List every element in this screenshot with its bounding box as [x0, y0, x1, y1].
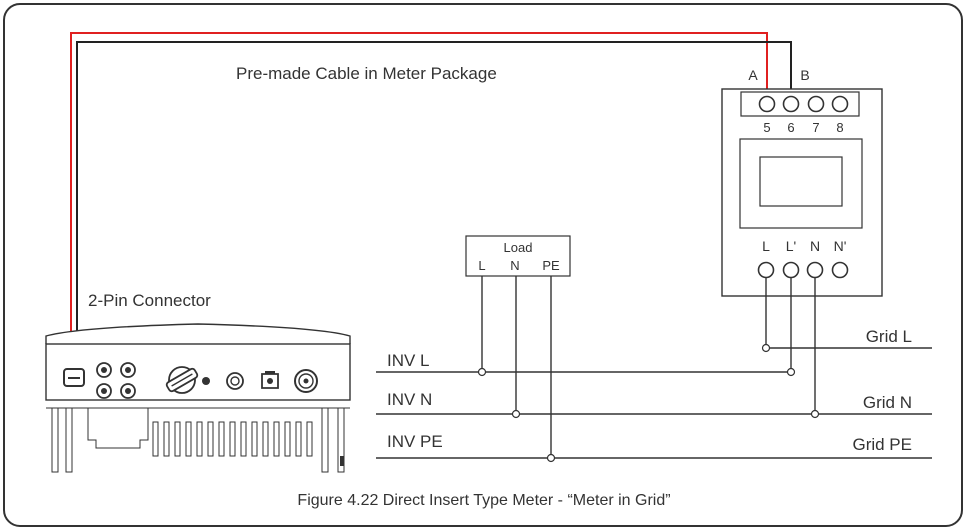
diagram-frame	[3, 3, 963, 527]
load-title: Load	[504, 240, 533, 255]
load-terminal-l-label: L	[478, 258, 485, 273]
connector-label: 2-Pin Connector	[88, 291, 211, 310]
meter-terminal-l	[757, 261, 775, 279]
meter-terminal-5-label: 5	[763, 120, 770, 135]
meter-terminal-6	[782, 95, 800, 113]
meter-terminal-6-label: 6	[787, 120, 794, 135]
meter-terminal-l-label: L	[762, 238, 770, 254]
pv-connectors-icon	[96, 362, 136, 399]
meter-terminal-7-label: 7	[812, 120, 819, 135]
inv-l-label: INV L	[387, 351, 430, 370]
inv-n-label: INV N	[387, 390, 432, 409]
meter-terminal-8	[831, 95, 849, 113]
pre-made-cable	[70, 32, 792, 369]
inverter-top-cover	[45, 323, 351, 344]
meter-label-b: B	[800, 67, 809, 83]
load-terminal-pe-label: PE	[542, 258, 560, 273]
junctions	[477, 343, 820, 463]
junction-load-n	[511, 409, 521, 419]
junction-meter-l	[761, 343, 771, 353]
cable-gland-icon	[226, 372, 244, 390]
meter-label-a: A	[748, 67, 758, 83]
energy-meter: A B 5 6 7 8 L L' N N'	[721, 67, 883, 297]
junction-load-pe	[546, 453, 556, 463]
inverter-feet	[51, 408, 345, 473]
com-port-icon	[261, 371, 279, 389]
meter-display-screen	[759, 156, 843, 207]
cable-label: Pre-made Cable in Meter Package	[236, 64, 497, 83]
meter-terminal-l-prime-label: L'	[786, 238, 796, 254]
inverter	[45, 323, 351, 473]
figure-caption: Figure 4.22 Direct Insert Type Meter - “…	[297, 492, 670, 509]
meter-terminal-n-label: N	[810, 238, 820, 254]
meter-terminal-l-prime	[782, 261, 800, 279]
heat-sink-icon	[87, 408, 313, 457]
meter-terminal-7	[807, 95, 825, 113]
junction-meter-n	[810, 409, 820, 419]
meter-terminal-n-prime-label: N'	[834, 238, 847, 254]
junction-meter-l-prime	[786, 367, 796, 377]
meter-terminal-5	[758, 95, 776, 113]
meter-terminal-8-label: 8	[836, 120, 843, 135]
inv-pe-label: INV PE	[387, 432, 443, 451]
meter-terminal-n	[806, 261, 824, 279]
dc-switch-icon	[165, 366, 210, 394]
junction-load-l	[477, 367, 487, 377]
load-box: Load L N PE	[465, 235, 571, 277]
grid-n-label: Grid N	[863, 393, 912, 412]
bus-lines	[376, 347, 932, 459]
red-wire	[70, 32, 768, 369]
black-wire	[76, 41, 792, 369]
ac-output-icon	[294, 369, 318, 393]
meter-terminal-n-prime	[831, 261, 849, 279]
grid-pe-label: Grid PE	[852, 435, 912, 454]
grid-l-label: Grid L	[866, 327, 912, 346]
connection-drops	[481, 276, 816, 458]
load-body	[465, 235, 571, 277]
load-terminal-n-label: N	[510, 258, 519, 273]
